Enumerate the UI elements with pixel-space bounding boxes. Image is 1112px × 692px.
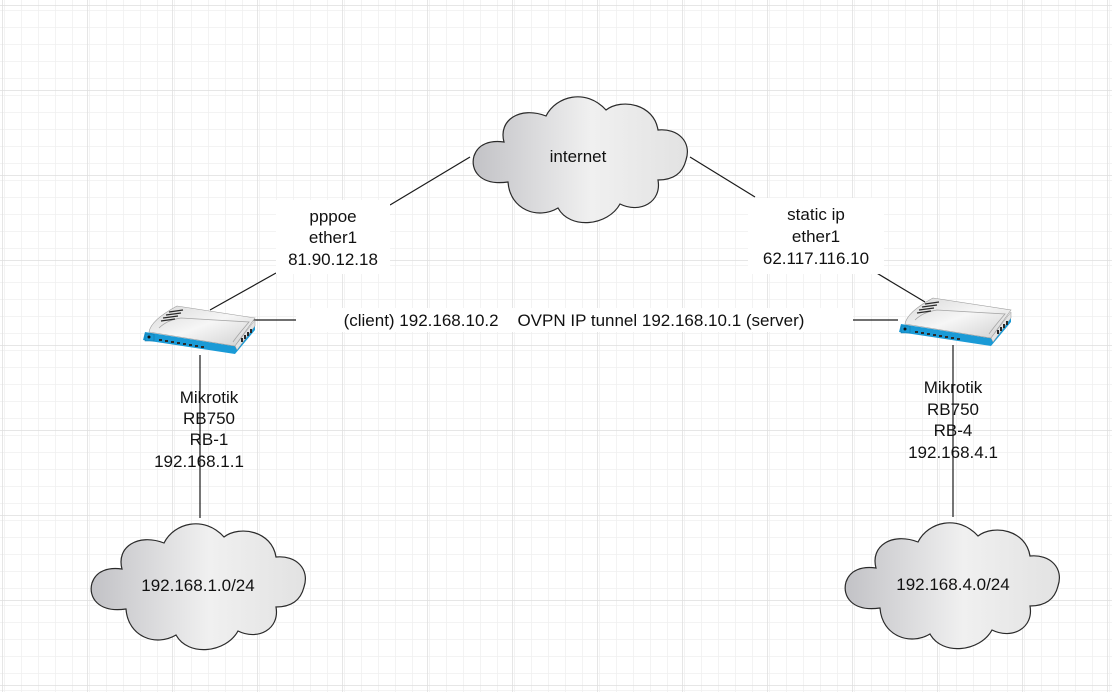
- router-rb1-line-1: Mikrotik: [180, 388, 239, 407]
- cloud-lan4-label: 192.168.4.0/24: [896, 575, 1009, 594]
- cloud-lan4[interactable]: 192.168.4.0/24: [844, 522, 1061, 650]
- tunnel-label-text: (client) 192.168.10.2 OVPN IP tunnel 192…: [344, 311, 805, 330]
- label-background: [276, 200, 390, 274]
- router-rb4-line-4: 192.168.4.1: [908, 443, 998, 462]
- wan-label-left: pppoe ether1 81.90.12.18: [276, 200, 390, 274]
- router-rb4-line-3: RB-4: [934, 421, 973, 440]
- router-rb1-line-3: RB-1: [190, 430, 229, 449]
- wan-left-line-2: ether1: [309, 228, 357, 247]
- wan-right-line-3: 62.117.116.10: [763, 249, 869, 268]
- link-rb1-internet-lower: [209, 272, 277, 311]
- router-rb1-line-4: 192.168.1.1: [154, 452, 244, 471]
- router-rb4[interactable]: Mikrotik RB750 RB-4 192.168.4.1: [898, 297, 1012, 462]
- wan-left-line-3: 81.90.12.18: [288, 250, 378, 269]
- cloud-lan1[interactable]: 192.168.1.0/24: [90, 523, 307, 651]
- tunnel-label: (client) 192.168.10.2 OVPN IP tunnel 192…: [296, 308, 853, 332]
- label-background: [748, 198, 884, 274]
- wan-left-line-1: pppoe: [309, 207, 356, 226]
- link-rb4-internet-upper: [689, 156, 756, 198]
- link-rb1-internet-upper: [389, 156, 471, 206]
- wan-label-right: static ip ether1 62.117.116.10: [748, 198, 884, 274]
- router-rb4-line-1: Mikrotik: [924, 378, 983, 397]
- cloud-lan1-label: 192.168.1.0/24: [141, 576, 254, 595]
- cloud-internet-label: internet: [550, 147, 607, 166]
- router-rb1-line-2: RB750: [183, 409, 235, 428]
- wan-right-line-1: static ip: [787, 205, 845, 224]
- wan-right-line-2: ether1: [792, 227, 840, 246]
- cloud-internet[interactable]: internet: [472, 96, 689, 224]
- router-rb1[interactable]: Mikrotik RB750 RB-1 192.168.1.1: [142, 305, 256, 471]
- label-background: [296, 308, 853, 332]
- router-rb4-line-2: RB750: [927, 400, 979, 419]
- link-rb4-internet-lower: [874, 271, 926, 303]
